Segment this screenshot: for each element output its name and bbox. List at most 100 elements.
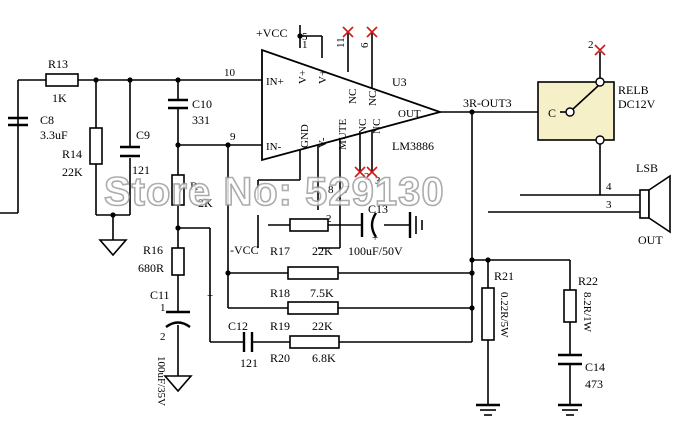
r16-ref: R16 xyxy=(143,243,163,257)
junction-dots xyxy=(93,33,491,311)
relay-ref: RELB xyxy=(618,83,649,97)
capacitor-c14: C14 473 xyxy=(558,353,605,391)
capacitor-c9: C9 121 xyxy=(120,128,150,177)
relay-common-label: C xyxy=(548,106,556,120)
ground-c14 xyxy=(558,403,582,416)
ground-r21 xyxy=(476,403,500,416)
r16-value: 680R xyxy=(138,261,164,275)
opamp-gnd: GND xyxy=(299,124,311,148)
ground-symbol-c11 xyxy=(163,375,193,393)
relay-pin2: 2 xyxy=(588,39,594,51)
c9-ref: C9 xyxy=(136,128,150,142)
capacitor-c13: C13 + 100uF/50V xyxy=(348,202,403,258)
c11-ref: C11 xyxy=(150,288,170,302)
relay-relb: C RELB DC12V 2 4 3 xyxy=(537,39,656,211)
opamp-in-minus-label: IN- xyxy=(266,141,282,153)
pin-3-nc: 3 xyxy=(375,175,381,187)
chassis-ground xyxy=(408,212,423,238)
vcc-negative-label: -VCC xyxy=(230,243,259,257)
r21-ref: R21 xyxy=(494,269,514,283)
c12-value: 121 xyxy=(240,356,258,370)
speaker-ref: LSB xyxy=(636,161,658,175)
net-label-3r-out: 3R-OUT3 xyxy=(463,96,512,110)
capacitor-c12: C12 121 xyxy=(228,319,258,370)
c11-pin2: 2 xyxy=(160,331,166,343)
c12-ref: C12 xyxy=(228,319,248,333)
opamp-in-plus-label: IN+ xyxy=(266,76,284,88)
c9-value: 121 xyxy=(132,163,150,177)
r15-value: 2K xyxy=(198,196,213,210)
resistor-r20: R20 6.8K xyxy=(270,335,340,365)
r19-value: 22K xyxy=(312,319,333,333)
speaker-out-label: OUT xyxy=(638,233,663,247)
capacitor-c10: C10 331 xyxy=(168,97,212,127)
pin-2-nc: 2 xyxy=(364,171,370,183)
r17-ref: R17 xyxy=(270,244,290,258)
resistor-r17: R17 22K xyxy=(270,218,333,258)
r19-ref: R19 xyxy=(270,319,290,333)
opamp-ref: U3 xyxy=(392,75,407,89)
opamp-part: LM3886 xyxy=(392,139,434,153)
pin-1: 1 xyxy=(302,39,308,51)
c11-value: 100uF/35V xyxy=(155,356,167,406)
pin-8: 8 xyxy=(328,184,334,196)
opamp-nc-d: NC xyxy=(371,119,383,134)
resistor-r14: R14 22K xyxy=(62,127,103,179)
relay-rating: DC12V xyxy=(618,97,656,111)
opamp-lm3886: IN+ IN- OUT U3 LM3886 V+ V+ GND V- MUTE … xyxy=(261,48,444,162)
r20-value: 6.8K xyxy=(312,351,336,365)
pin-10: 10 xyxy=(224,67,236,79)
r18-value: 7.5K xyxy=(310,286,334,300)
r13-ref: R13 xyxy=(48,57,68,71)
opamp-nc-b: NC xyxy=(367,91,379,106)
pin-4: 4 xyxy=(314,184,320,196)
r15-ref: R xyxy=(190,179,198,193)
c11-plus: + xyxy=(207,290,213,302)
pin-5: 5 xyxy=(302,31,308,43)
r21-value: 0.22R/5W xyxy=(498,292,510,338)
wires xyxy=(0,25,640,405)
opamp-nc-a: NC xyxy=(347,89,359,104)
capacitor-c8: C8 3.3uF xyxy=(8,113,68,142)
c14-value: 473 xyxy=(585,377,603,391)
resistor-r16: R16 680R xyxy=(138,243,185,276)
opamp-nc-c: NC xyxy=(357,119,369,134)
speaker-lsb: LSB OUT xyxy=(636,161,671,247)
pin-11: 11 xyxy=(335,37,347,48)
r20-ref: R20 xyxy=(270,351,290,365)
c13-plus: + xyxy=(372,232,378,244)
r18-ref: R18 xyxy=(270,286,290,300)
opamp-vminus: V- xyxy=(317,137,329,148)
c10-value: 331 xyxy=(192,113,210,127)
c13-ref: C13 xyxy=(368,202,388,216)
r22-value: 8.2R/1W xyxy=(581,292,593,333)
pin-9: 9 xyxy=(230,131,236,143)
r14-ref: R14 xyxy=(62,147,82,161)
pin-7: 7 xyxy=(344,184,350,196)
r22-ref: R22 xyxy=(578,274,598,288)
opamp-vplus-a: V+ xyxy=(297,70,309,84)
opamp-out-label: OUT xyxy=(398,108,421,120)
c13-value: 100uF/50V xyxy=(348,244,403,258)
resistor-r19: R19 22K xyxy=(270,301,339,333)
r17-value: 22K xyxy=(312,244,333,258)
ground-symbol xyxy=(98,239,128,257)
resistor-r22: R22 8.2R/1W xyxy=(563,274,598,333)
relay-pin4: 4 xyxy=(606,181,612,193)
resistor-r15: R 2K xyxy=(171,174,213,210)
capacitor-c11: C11 + 1 2 100uF/35V xyxy=(150,288,213,406)
pin-6: 6 xyxy=(359,42,371,48)
r14-value: 22K xyxy=(62,165,83,179)
resistor-r18: R18 7.5K xyxy=(270,266,339,300)
relay-pin3: 3 xyxy=(606,199,612,211)
c10-ref: C10 xyxy=(192,97,212,111)
resistor-r21: R21 0.22R/5W xyxy=(481,269,514,341)
vcc-positive-label: +VCC xyxy=(256,26,287,40)
c8-value: 3.3uF xyxy=(40,128,68,142)
resistor-r13: R13 1K xyxy=(45,57,79,105)
opamp-mute: MUTE xyxy=(337,119,349,150)
c14-ref: C14 xyxy=(585,360,605,374)
c11-pin1: 1 xyxy=(160,302,166,314)
opamp-vplus-b: V+ xyxy=(317,70,329,84)
